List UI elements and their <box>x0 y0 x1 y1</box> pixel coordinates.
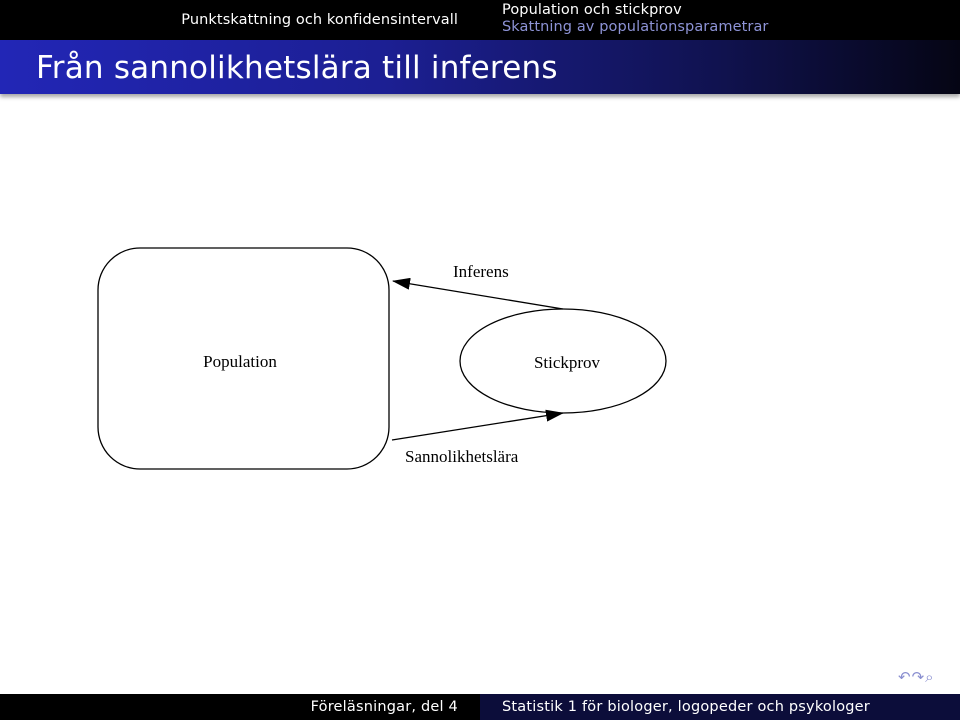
population-box <box>97 247 390 470</box>
footer-bar: Föreläsningar, del 4 Statistik 1 för bio… <box>0 694 960 720</box>
header-bar: Punktskattning och konfidensintervall Po… <box>0 0 960 40</box>
header-section[interactable]: Punktskattning och konfidensintervall <box>181 12 458 28</box>
slide-title: Från sannolikhetslära till inferens <box>36 50 558 86</box>
navigation-icons[interactable]: ↶↷⌕ <box>898 668 935 686</box>
footer-lecture: Föreläsningar, del 4 <box>0 694 480 720</box>
inference-label: Inferens <box>453 262 509 281</box>
population-label: Population <box>203 352 277 371</box>
footer-course: Statistik 1 för biologer, logopeder och … <box>480 694 960 720</box>
header-subsubsection[interactable]: Skattning av populationsparametrar <box>502 19 769 35</box>
probability-arrow <box>391 409 564 441</box>
sample-label: Stickprov <box>534 353 601 372</box>
title-bar: Från sannolikhetslära till inferens <box>0 40 960 94</box>
header-subsections: Population och stickprov Skattning av po… <box>502 0 960 40</box>
inference-arrow <box>392 277 564 310</box>
header-subsection[interactable]: Population och stickprov <box>502 2 682 18</box>
probability-label: Sannolikhetslära <box>405 447 519 466</box>
